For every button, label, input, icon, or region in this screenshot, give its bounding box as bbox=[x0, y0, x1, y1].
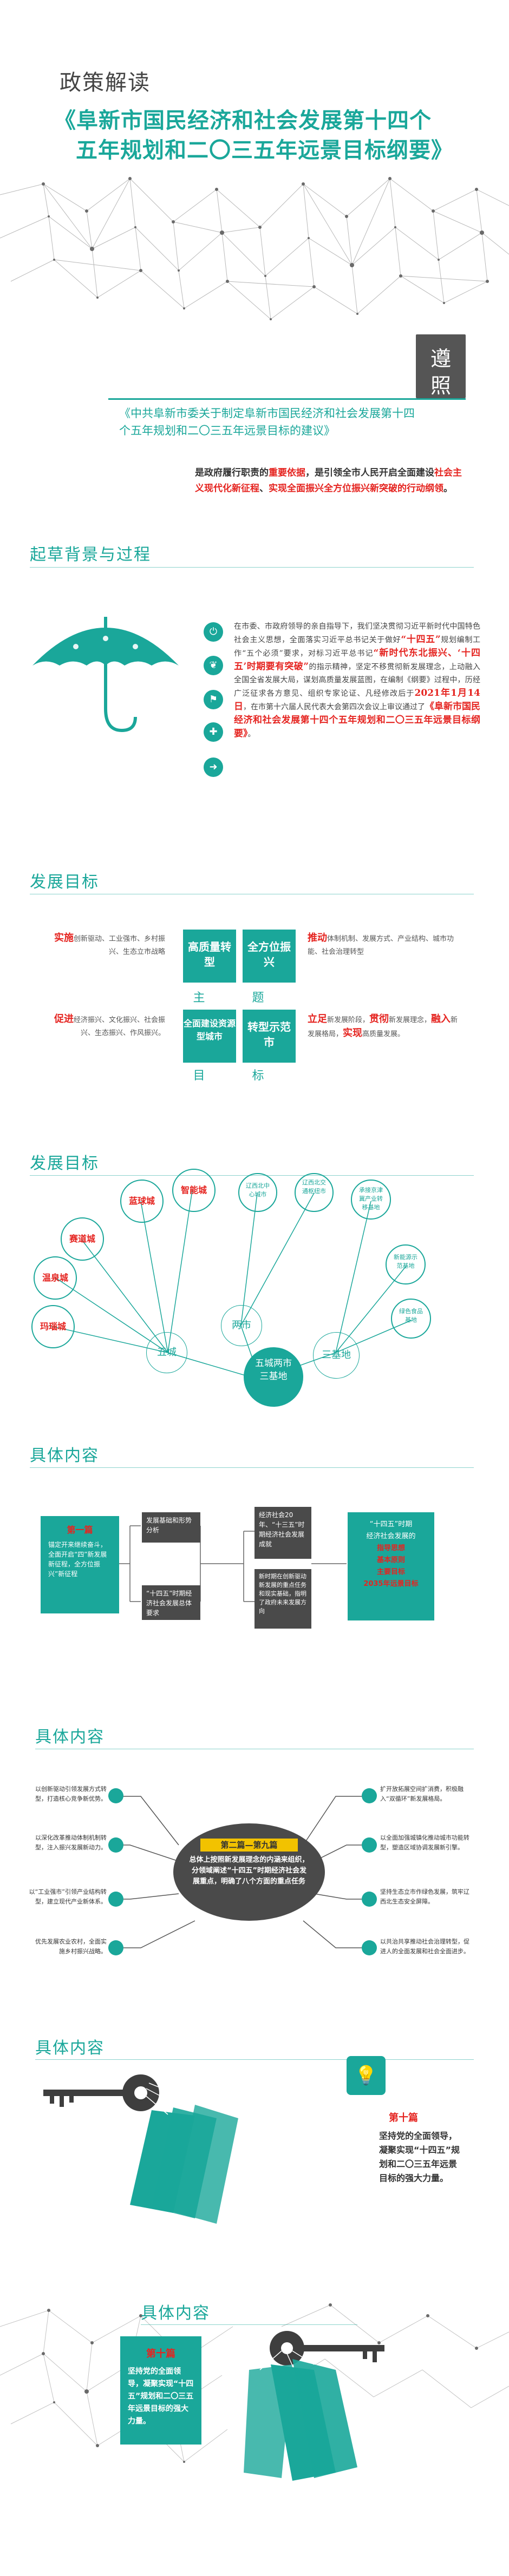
leaf-icon: ❦ bbox=[204, 656, 223, 675]
chapter-ten-label: 第十篇 bbox=[389, 2112, 418, 2124]
quote-bar bbox=[108, 398, 466, 400]
left-dot-2 bbox=[108, 1837, 123, 1853]
center-hub-text: 总体上按照新发展理念的内涵来组织，分领域阐述“十四五”时期经济社会发展重点，明确… bbox=[189, 1856, 309, 1886]
badge-line1: 遵 bbox=[430, 347, 451, 371]
right-dot-3 bbox=[362, 1892, 377, 1907]
node-achievements: 经济社会20年、“十三五”时期经济社会发展成就 bbox=[255, 1507, 311, 1559]
badge bbox=[416, 334, 466, 398]
box-all-round: 全方位振兴 bbox=[243, 930, 296, 983]
section-title-goals: 发展目标 bbox=[30, 873, 99, 892]
gamepad-icon: ✚ bbox=[204, 722, 223, 742]
node-tasks: 新时期在创新驱动新发展的重点任务和现实基础，指明了政府未来发展方向 bbox=[255, 1569, 311, 1629]
background-paragraph: 在市委、市政府领导的亲自指导下，我们坚决贯彻习近平新时代中国特色社会主义思想，全… bbox=[234, 622, 481, 739]
key-icon bbox=[43, 2074, 238, 2224]
group-liangshi: 两市 bbox=[221, 1305, 262, 1346]
page-title-line1: 《阜新市国民经济和社会发展第十四个 bbox=[54, 108, 432, 133]
divider bbox=[30, 1467, 474, 1468]
label-theme: 主 题 bbox=[193, 991, 286, 1005]
center-hub-title: 第二篇—第九篇 bbox=[200, 1839, 298, 1852]
city-hotspring: 温泉城 bbox=[34, 1256, 77, 1300]
right-item-1: 扩开放拓展空间扩消费，积极融入“双循环”新发展格局。 bbox=[380, 1786, 464, 1802]
node-foundation: 发展基础和形势分析 bbox=[142, 1512, 200, 1543]
section-title-content-4: 具体内容 bbox=[141, 2304, 210, 2323]
badge-line2: 照 bbox=[430, 374, 451, 398]
umbrella-icon bbox=[32, 617, 179, 733]
base-industry-transfer: 承接京津冀产业转移基地 bbox=[351, 1180, 391, 1220]
chapter-ten-box: 第十篇 坚持党的全面领导，凝聚实现“十四五”规划和二〇三五年远景目标的强大力量。 bbox=[120, 2336, 201, 2445]
section-title-content-1: 具体内容 bbox=[30, 1446, 99, 1465]
right-item-2: 以全面加强城镇化推动城市功能转型，塑造区域协调发展新引擎。 bbox=[380, 1834, 469, 1851]
section-title-content-2: 具体内容 bbox=[35, 1728, 105, 1747]
page-title-line2: 五年规划和二〇三五年远景目标纲要》 bbox=[76, 138, 453, 163]
label-target: 目 标 bbox=[193, 1069, 286, 1083]
flag-icon: ⚑ bbox=[204, 690, 223, 709]
left-dot-4 bbox=[108, 1940, 123, 1955]
hub-circle bbox=[244, 1347, 303, 1407]
chapter-ten-text: 坚持党的全面领导，凝聚实现“十四五”规划和二〇三五年远景目标的强大力量。 bbox=[379, 2131, 460, 2183]
base-new-energy: 新能源示范基地 bbox=[386, 1244, 426, 1284]
left-item-3: 以“工业强市”引领产业结构转型，建立现代产业新体系。 bbox=[29, 1888, 107, 1905]
left-item-4: 优先发展农业农村，全面实施乡村振兴战略。 bbox=[35, 1938, 107, 1955]
group-wucheng: 五城 bbox=[146, 1332, 187, 1373]
city-basketball: 蓝球城 bbox=[120, 1180, 164, 1223]
left-item-2: 以深化改革推动体制机制转型，注入振兴发展新动力。 bbox=[35, 1834, 107, 1851]
basis-quote: 《中共阜新市委关于制定阜新市国民经济和社会发展第十四个五年规划和二〇三五年远景目… bbox=[119, 407, 415, 437]
right-dot-4 bbox=[362, 1940, 377, 1955]
network-pattern-top bbox=[0, 177, 509, 320]
section-title-content-3: 具体内容 bbox=[35, 2039, 105, 2058]
right-item-4: 以共治共享推动社会治理转型，促进人的全面发展和社会全面进步。 bbox=[380, 1938, 469, 1955]
base-green-food: 绿色食品基地 bbox=[391, 1299, 431, 1339]
city-racetrack: 赛道城 bbox=[61, 1217, 104, 1261]
box-high-quality: 高质量转型 bbox=[183, 930, 236, 983]
right-dot-2 bbox=[362, 1837, 377, 1853]
section-title-goals-2: 发展目标 bbox=[30, 1154, 99, 1173]
kicker: 政策解读 bbox=[60, 70, 151, 95]
city-center: 辽西北中心城市 bbox=[238, 1173, 277, 1212]
goal-text-right-top: 推动体制机制、发展方式、产业结构、城市功能、社会治理转型 bbox=[308, 932, 454, 956]
node-guiding: “十四五”时期 经济社会发展的 指导思想 基本原则 主要目标 2035年远景目标 bbox=[348, 1512, 434, 1620]
content1-connectors bbox=[119, 1525, 347, 1602]
box-resource-city: 全面建设资源型城市 bbox=[183, 1010, 236, 1063]
section-title-background: 起草背景与过程 bbox=[30, 545, 151, 564]
city-smart: 智能城 bbox=[172, 1169, 216, 1212]
left-dot-1 bbox=[108, 1788, 123, 1803]
left-item-1: 以创新驱动引领发展方式转型，打造核心竞争新优势。 bbox=[35, 1786, 107, 1802]
box-demo-city: 转型示范市 bbox=[243, 1010, 296, 1063]
right-item-3: 坚持生态立市作绿色发展，筑牢辽西北生态安全屏障。 bbox=[380, 1888, 469, 1905]
node-general-req: “十四五”时期经济社会发展总体要求 bbox=[142, 1585, 200, 1620]
hub-label: 五城两市三基地 bbox=[255, 1358, 292, 1382]
divider bbox=[141, 2324, 357, 2325]
basis-text: 是政府履行职责的重要依据，是引领全市人民开启全面建设社会主义现代化新征程、实现全… bbox=[195, 467, 462, 494]
group-sanjidi: 三基地 bbox=[313, 1332, 360, 1379]
divider bbox=[35, 2059, 474, 2060]
bulb-icon: 💡 bbox=[347, 2056, 386, 2095]
arrow-icon: ➜ bbox=[204, 757, 223, 777]
city-transport-hub: 辽西北交通枢纽市 bbox=[295, 1173, 334, 1212]
left-dot-3 bbox=[108, 1892, 123, 1907]
city-agate: 玛瑙城 bbox=[31, 1305, 75, 1348]
chapter-one-box: 第一篇 锚定开来继续奋斗，全面开启“四”新发展新征程，全方位振兴”新征程 bbox=[41, 1516, 119, 1613]
divider bbox=[30, 567, 474, 568]
goal-text-left-top: 实施创新驱动、工业强市、乡村振兴、生态立市战略 bbox=[54, 932, 165, 956]
right-dot-1 bbox=[362, 1788, 377, 1803]
power-icon: ⏻ bbox=[204, 622, 223, 642]
goal-text-right-bot: 立足新发展阶段，贯彻新发展理念，融入新发展格局，实现高质量发展。 bbox=[308, 1013, 458, 1039]
key-icon-mirrored bbox=[244, 2331, 384, 2481]
goal-text-left-bot: 促进经济振兴、文化振兴、社会振兴、生态振兴、作风振兴。 bbox=[54, 1013, 165, 1037]
